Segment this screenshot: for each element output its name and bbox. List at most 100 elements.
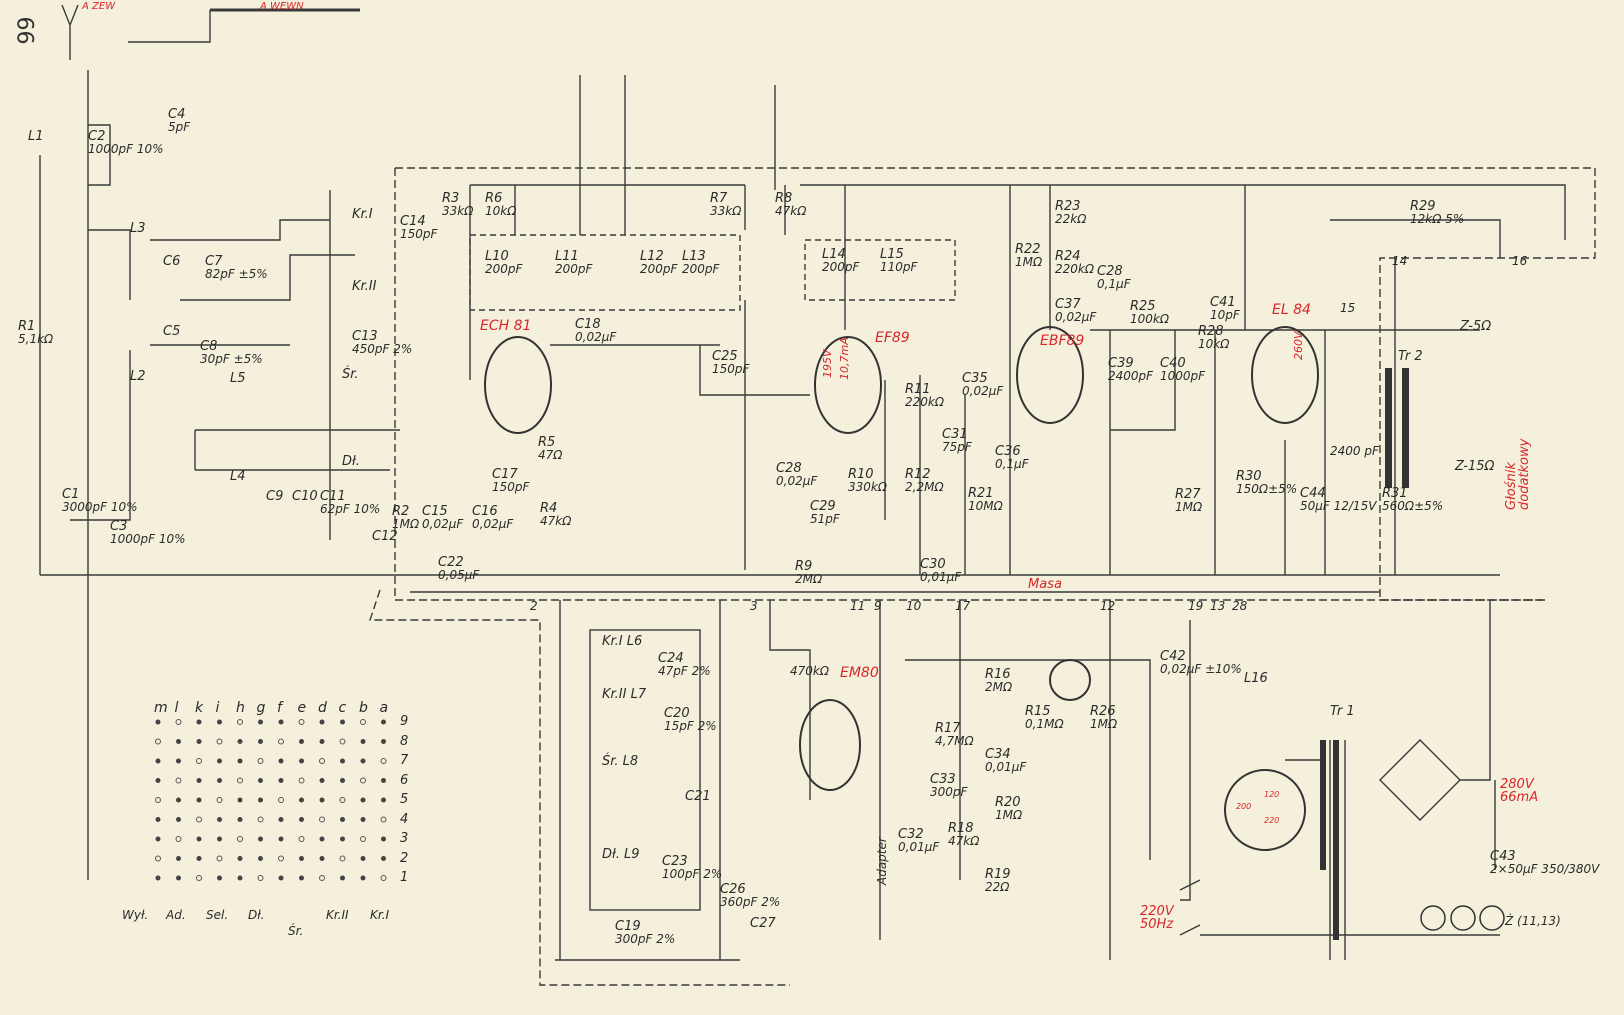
grid-contact [176,817,181,822]
component-ref: C10 [292,489,318,504]
component-ref: C15 [422,504,448,519]
grid-contact [196,816,202,823]
component-value: 100kΩ [1130,312,1170,326]
grid-row-label: 4 [400,811,409,827]
grid-row-label: 8 [400,733,409,749]
component-value: 2MΩ [985,680,1013,694]
component-value: 47kΩ [775,204,807,218]
antenna-label-internal: A WEWN [260,1,304,12]
component-ref: L5 [230,371,246,386]
component-ref: L3 [130,221,146,236]
component-ref: C18 [575,317,601,332]
terminal-label: 15 [1340,301,1356,315]
grid-contact [381,739,386,744]
component-ref: L16 [1244,671,1268,686]
terminal-label: 10 [906,599,922,613]
component-ref: C24 [658,651,684,666]
component-d-: Dł. [342,455,360,468]
voltage-tap-120: 120 [1264,790,1280,799]
component-value: 0,02μF [472,517,514,531]
component-value: 82pF ±5% [205,267,268,281]
component-value: 0,02μF [575,330,617,344]
component-l2: L2 [130,370,146,383]
grid-contact [278,719,284,725]
component-ref: C3 [110,519,128,534]
grid-contact [196,836,202,842]
component-value: 0,05μF [438,568,480,582]
grid-contact [340,758,345,764]
component-value: 110pF [880,260,918,274]
component-value: 2400pF [1108,369,1154,383]
component--r-: Śr. [342,368,359,381]
component-ref: R17 [935,721,961,736]
component-ref: C37 [1055,297,1081,312]
grid-contact [217,817,222,822]
component-c9: C9 [266,490,283,503]
voltage-tap-220: 220 [1264,816,1280,825]
grid-row-label: 6 [400,772,409,788]
grid-contact [258,856,263,861]
component-ref: C36 [995,444,1021,459]
grid-contact [340,817,345,822]
component-ref: R16 [985,667,1011,682]
component-ref: C31 [942,427,968,442]
grid-contact [360,719,366,725]
component-ref: C8 [200,339,218,354]
component-ref: C12 [372,529,398,544]
grid-column-label: l [174,700,179,716]
component-c21: C21 [685,790,711,803]
component-value: 30pF ±5% [200,352,263,366]
grid-contact [319,816,325,823]
component-ref: C34 [985,747,1011,762]
grid-contact [278,836,284,842]
component-c12: C12 [372,530,398,543]
tube-em80-label: EM80 [840,665,879,681]
grid-contact [299,758,304,764]
component-ref: Dł. [342,454,360,469]
grid-row-label: 1 [400,870,409,885]
component-kr-i-l6: Kr.I L6 [602,635,642,648]
grid-contact [319,836,325,842]
component-ref: Tr 1 [1330,704,1355,719]
component-ref: Dł. L9 [602,847,640,862]
lamps-label: Ż (11,13) [1505,914,1561,928]
grid-contact [216,738,223,745]
grid-footer-label: Kr.II [326,908,349,922]
component-value: 1MΩ [1015,255,1043,269]
grid-contact [340,836,345,842]
grid-column-label: g [256,700,266,716]
component-ref: R4 [540,501,558,516]
grid-contact [176,797,181,803]
grid-contact [196,875,202,881]
grid-row-label: 7 [400,753,409,768]
tube-ebf89-label: EBF89 [1040,333,1085,349]
grid-contact [340,875,345,881]
grid-column-label: b [359,700,368,716]
component-ref: C32 [898,827,924,842]
component-ref: R15 [1025,704,1051,719]
component-ref: C6 [163,254,181,269]
grid-contact [237,739,243,744]
grid-contact [319,778,325,783]
grid-contact [360,836,366,842]
component-ref: C14 [400,214,426,229]
component-value: 450pF 2% [352,342,413,356]
grid-contact [339,797,346,803]
grid-contact [237,777,243,784]
